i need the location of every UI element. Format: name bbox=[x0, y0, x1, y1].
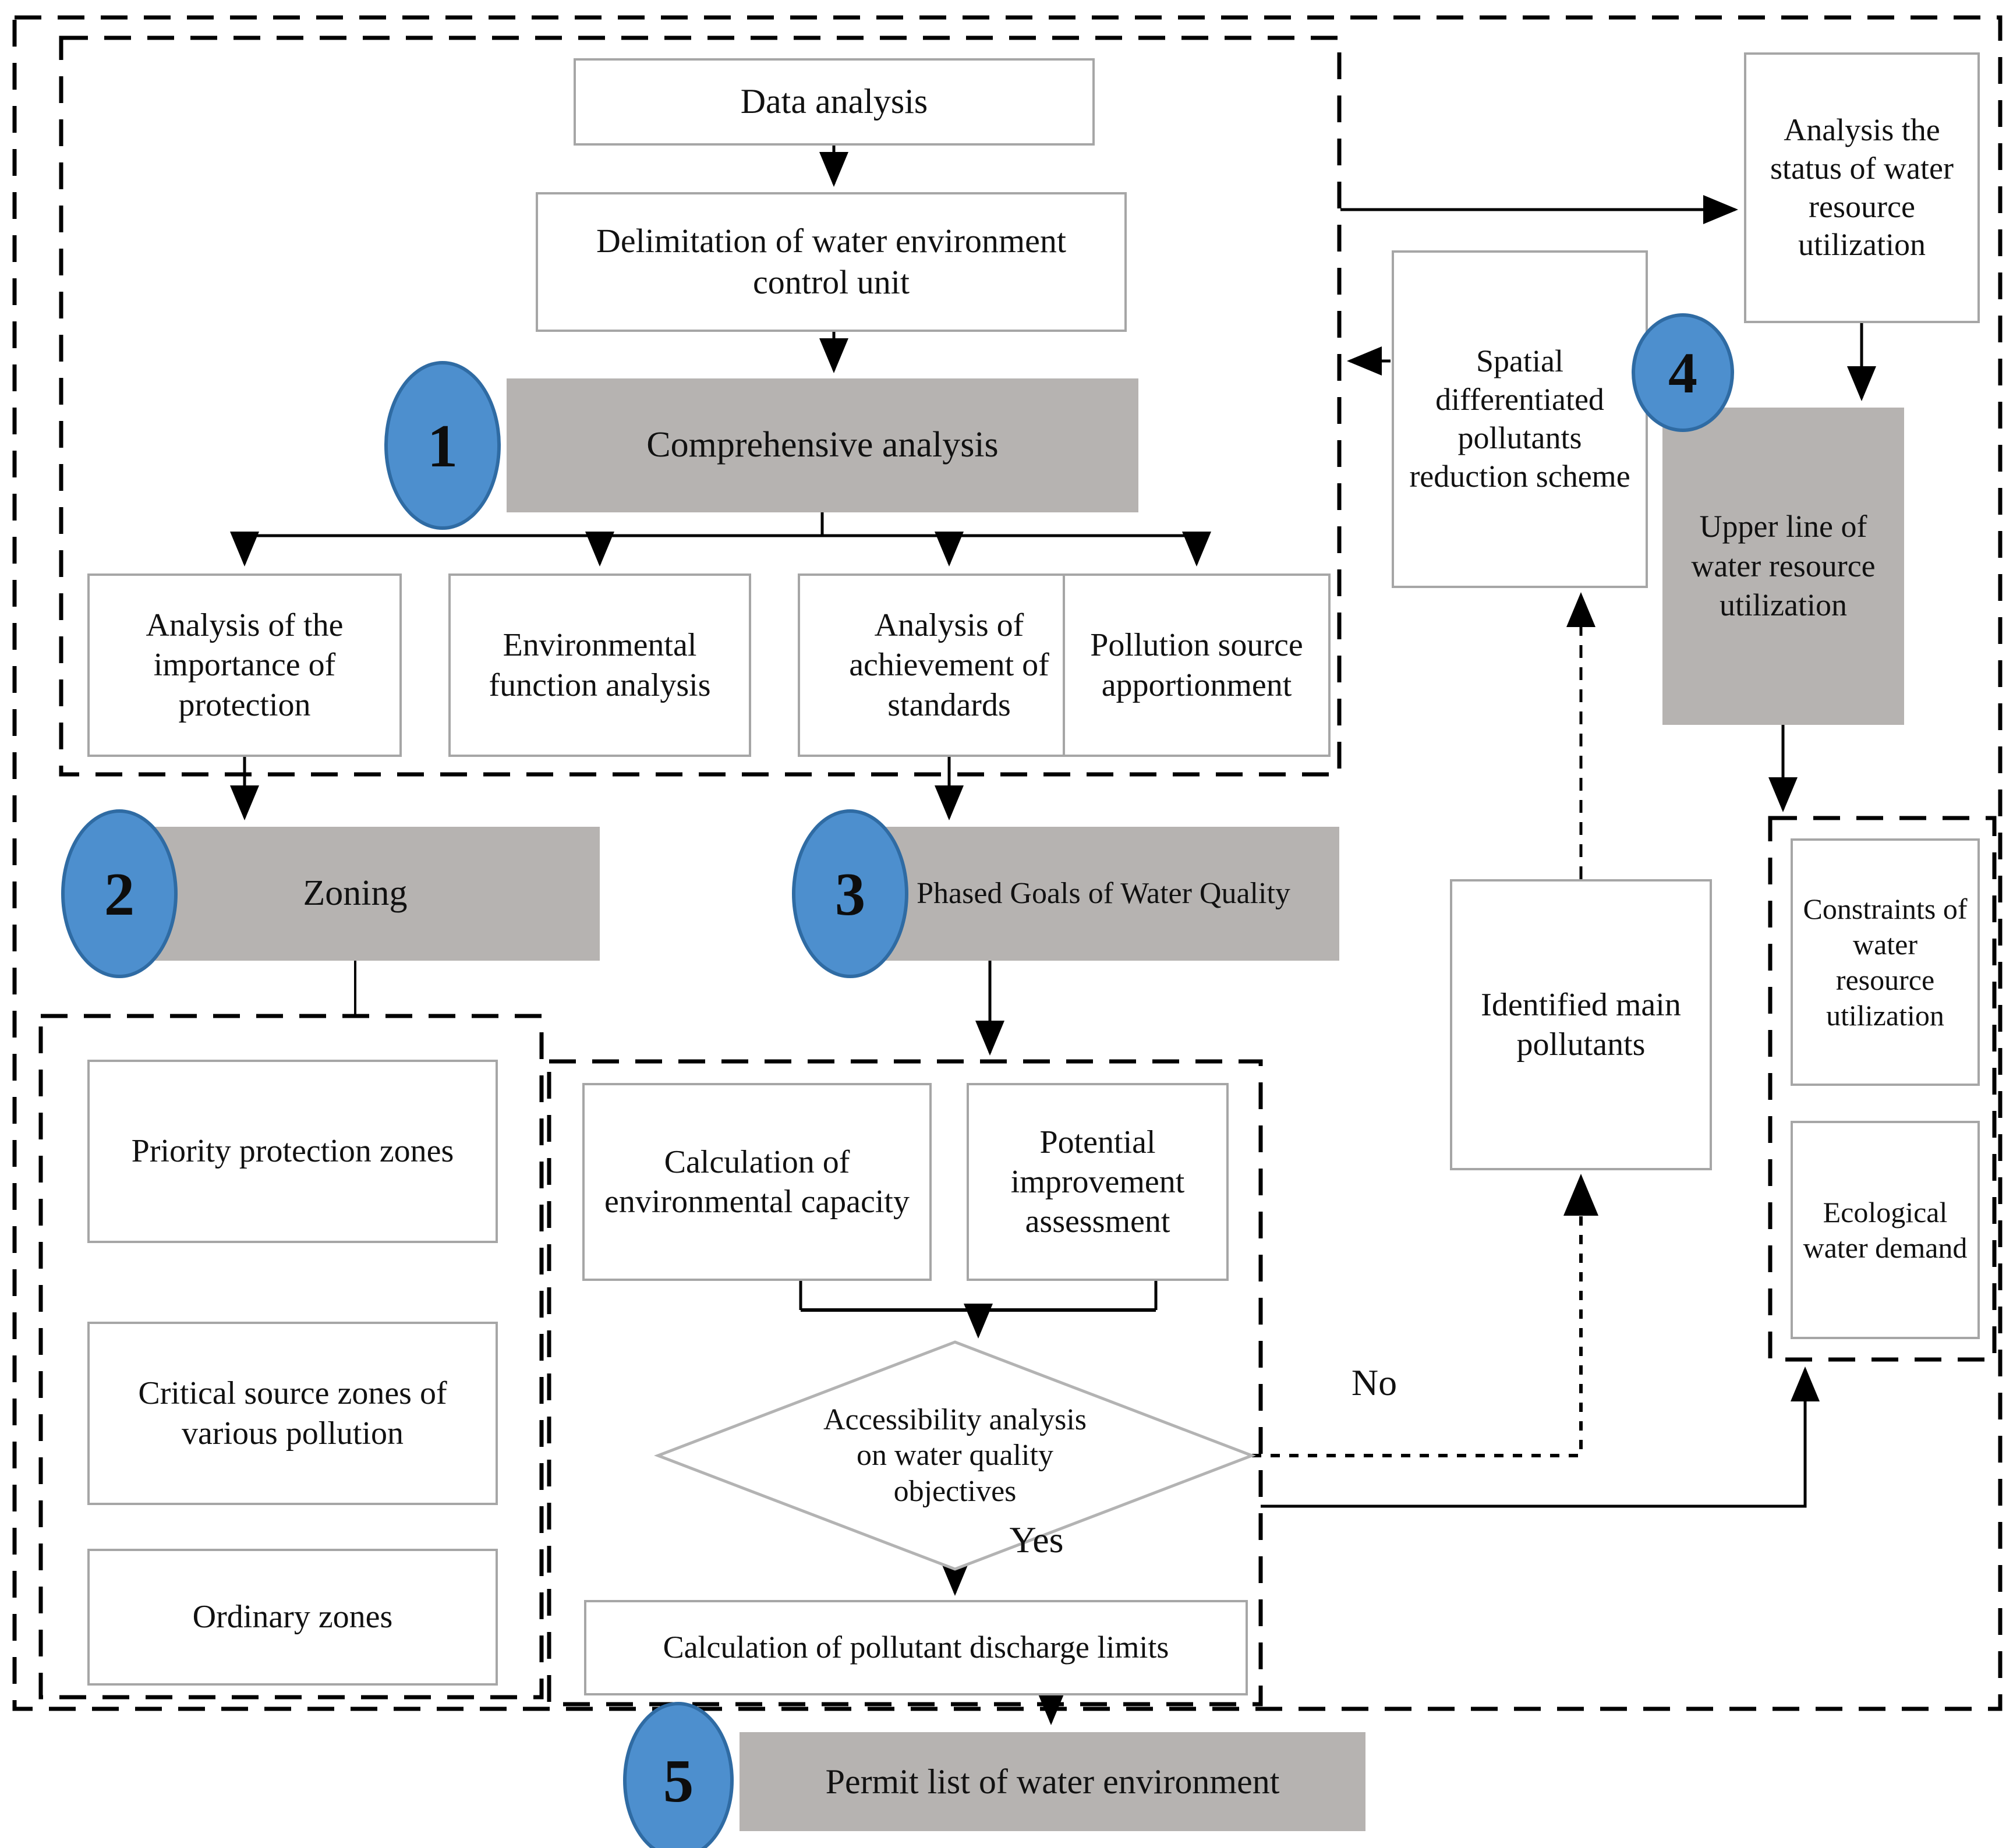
node-phased-goals: Phased Goals of Water Quality bbox=[868, 827, 1339, 961]
node-label: Zoning bbox=[303, 873, 408, 914]
outer-dashed-region bbox=[12, 15, 2003, 1711]
label-no: No bbox=[1351, 1362, 1398, 1403]
step-circle-2: 2 bbox=[61, 809, 178, 978]
node-zoning: Zoning bbox=[111, 827, 600, 961]
node-label: Analysis of the importance of protection bbox=[146, 607, 344, 723]
node-spatial-scheme: Spatial differentiated pollutants reduct… bbox=[1392, 250, 1648, 588]
node-pollution-source: Pollution source apportionment bbox=[1063, 573, 1331, 757]
accessibility-decision-diamond bbox=[653, 1340, 1257, 1571]
node-label: Critical source zones of various polluti… bbox=[138, 1375, 447, 1452]
node-label: Phased Goals of Water Quality bbox=[917, 877, 1290, 911]
region-2-zones bbox=[38, 1014, 544, 1700]
node-achievement: Analysis of achievement of standards bbox=[798, 573, 1101, 757]
arrow-yes-feed-to-constraints bbox=[1261, 1366, 1820, 1508]
region-3-goals bbox=[547, 1059, 1263, 1707]
step-number: 5 bbox=[663, 1746, 694, 1815]
node-env-function: Environmental function analysis bbox=[448, 573, 751, 757]
node-identified-pollutants: Identified main pollutants bbox=[1450, 879, 1712, 1170]
node-label: Pollution source apportionment bbox=[1090, 627, 1303, 703]
node-ordinary-zones: Ordinary zones bbox=[87, 1549, 498, 1686]
node-label: Data analysis bbox=[740, 82, 928, 121]
node-label: Identified main pollutants bbox=[1481, 986, 1681, 1063]
region-4-constraints bbox=[1768, 816, 1997, 1362]
node-calc-discharge-limits: Calculation of pollutant discharge limit… bbox=[584, 1600, 1248, 1695]
step-circle-3: 3 bbox=[792, 809, 908, 978]
node-permit-list: Permit list of water environment bbox=[740, 1732, 1365, 1831]
node-label: Analysis of achievement of standards bbox=[849, 607, 1049, 723]
label-yes: Yes bbox=[1009, 1519, 1064, 1560]
node-label: Permit list of water environment bbox=[825, 1762, 1280, 1801]
region-1-comprehensive-analysis bbox=[59, 36, 1342, 777]
node-label: Potential improvement assessment bbox=[1010, 1124, 1185, 1240]
node-label: Analysis the status of water resource ut… bbox=[1770, 112, 1954, 263]
node-ecological-demand: Ecological water demand bbox=[1791, 1121, 1980, 1339]
node-accessibility-text: Accessibility analysis on water quality … bbox=[809, 1357, 1101, 1555]
node-label: Accessibility analysis on water quality … bbox=[823, 1403, 1087, 1508]
node-label: Priority protection zones bbox=[131, 1133, 454, 1170]
step-number: 1 bbox=[427, 411, 458, 480]
node-label: Calculation of pollutant discharge limit… bbox=[663, 1630, 1169, 1665]
step-number: 4 bbox=[1668, 340, 1697, 405]
step-circle-4: 4 bbox=[1632, 313, 1734, 432]
node-importance: Analysis of the importance of protection bbox=[87, 573, 402, 757]
node-label: Spatial differentiated pollutants reduct… bbox=[1409, 344, 1630, 494]
node-upper-line: Upper line of water resource utilization bbox=[1662, 408, 1904, 725]
node-label: Ecological water demand bbox=[1803, 1195, 1968, 1264]
node-label: Delimitation of water environment contro… bbox=[596, 222, 1066, 301]
node-label: Calculation of environmental capacity bbox=[604, 1144, 910, 1220]
dashed-arrow-no-to-identified bbox=[1252, 1174, 1598, 1457]
node-calc-env-capacity: Calculation of environmental capacity bbox=[582, 1083, 932, 1281]
node-critical-zones: Critical source zones of various polluti… bbox=[87, 1322, 498, 1505]
node-label: Constraints of water resource utilizatio… bbox=[1803, 892, 1968, 1032]
node-label: Environmental function analysis bbox=[489, 627, 711, 703]
step-circle-1: 1 bbox=[384, 361, 501, 530]
node-data-analysis: Data analysis bbox=[574, 58, 1095, 146]
node-label: Comprehensive analysis bbox=[646, 425, 999, 465]
node-delimitation: Delimitation of water environment contro… bbox=[536, 192, 1127, 332]
node-label: Ordinary zones bbox=[192, 1599, 393, 1635]
node-label: Upper line of water resource utilization bbox=[1691, 509, 1876, 623]
node-priority-zones: Priority protection zones bbox=[87, 1060, 498, 1243]
node-comprehensive-analysis: Comprehensive analysis bbox=[507, 378, 1138, 512]
node-constraints: Constraints of water resource utilizatio… bbox=[1791, 838, 1980, 1086]
step-number: 3 bbox=[834, 859, 866, 928]
node-potential-improvement: Potential improvement assessment bbox=[967, 1083, 1229, 1281]
step-number: 2 bbox=[104, 859, 135, 928]
step-circle-5: 5 bbox=[623, 1702, 734, 1848]
node-analysis-status: Analysis the status of water resource ut… bbox=[1744, 52, 1980, 323]
